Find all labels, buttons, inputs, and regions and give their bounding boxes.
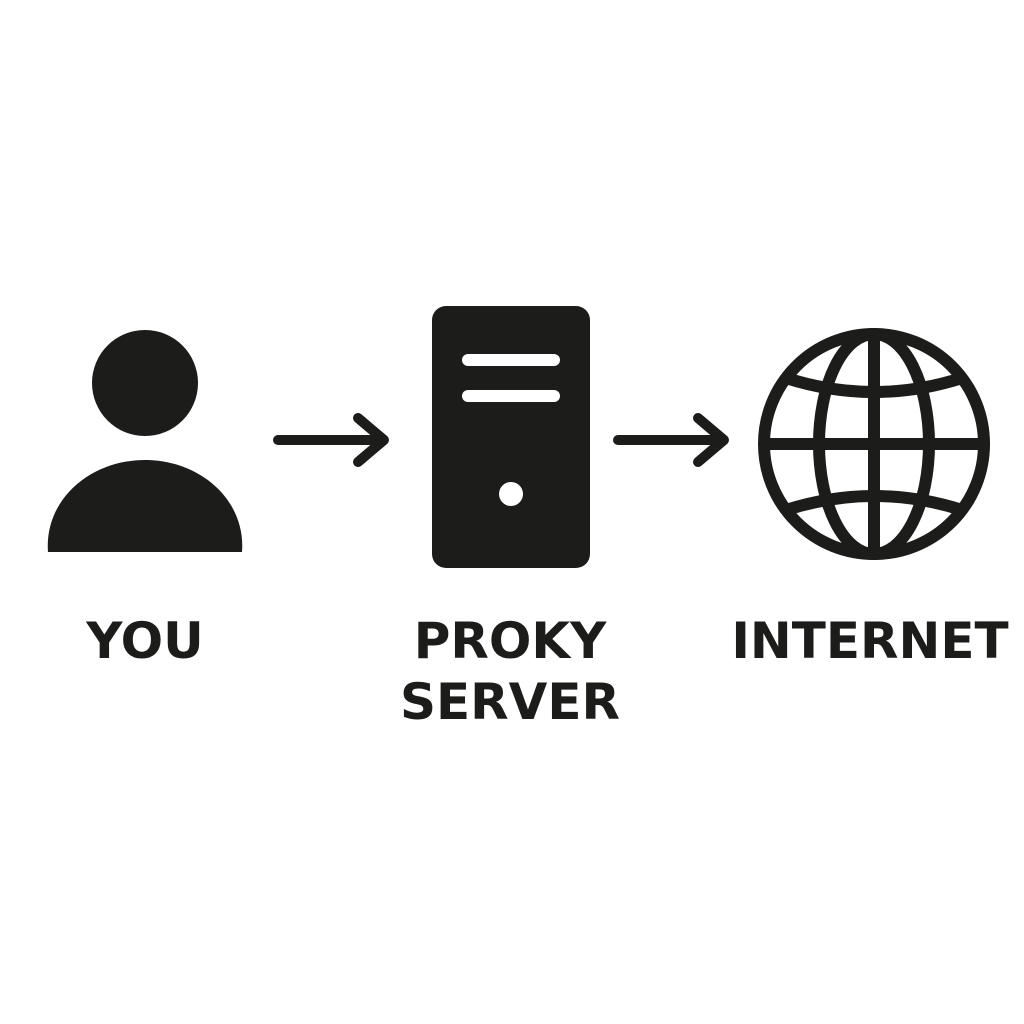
proxy-server-label-line1: PROKY <box>413 612 607 670</box>
server-icon <box>432 306 590 568</box>
arrow-right-icon <box>613 413 729 467</box>
user-icon <box>47 330 243 552</box>
globe-icon <box>758 328 990 560</box>
arrow-right-icon <box>273 413 389 467</box>
you-label: YOU <box>86 612 204 670</box>
proxy-server-label-line2: SERVER <box>399 673 621 731</box>
internet-label: INTERNET <box>731 612 1009 670</box>
